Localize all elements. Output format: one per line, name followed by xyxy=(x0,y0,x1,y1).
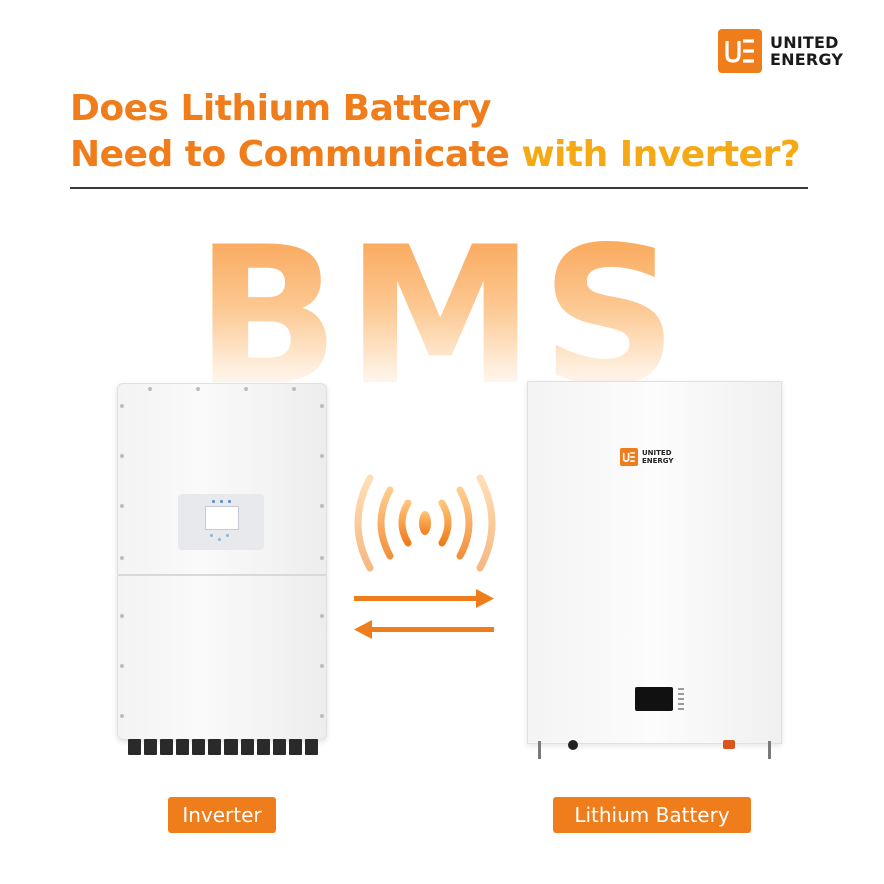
battery-terminal xyxy=(723,740,735,749)
brand-name: UNITED ENERGY xyxy=(770,34,843,68)
screw xyxy=(196,387,200,391)
screw xyxy=(148,387,152,391)
screw xyxy=(320,404,324,408)
inverter-ports xyxy=(128,739,318,755)
title-line2: Need to Communicate with Inverter? xyxy=(70,132,801,178)
button-dot xyxy=(226,534,229,537)
inverter-seam xyxy=(118,574,326,576)
inverter-label: Inverter xyxy=(168,797,276,833)
brand-name-line2: ENERGY xyxy=(770,50,844,69)
title-line2-part1: Need to Communicate xyxy=(70,134,510,175)
battery-foot xyxy=(538,741,541,759)
bms-watermark: BMS xyxy=(195,206,684,427)
screw xyxy=(120,664,124,668)
battery-status-leds xyxy=(678,688,696,716)
screw xyxy=(320,664,324,668)
battery-port xyxy=(568,740,578,750)
status-dot xyxy=(228,500,231,503)
screw xyxy=(120,556,124,560)
title-line2-part2: with Inverter? xyxy=(509,134,801,175)
inverter-display-panel xyxy=(178,494,264,550)
battery-brand-name: UNITED ENERGY xyxy=(642,449,673,465)
brand-logo: UNITED ENERGY xyxy=(718,29,843,73)
screw xyxy=(320,556,324,560)
page-title: Does Lithium Battery Need to Communicate… xyxy=(70,86,801,178)
screw xyxy=(320,454,324,458)
screw xyxy=(320,504,324,508)
button-dot xyxy=(210,534,213,537)
battery-brand-line2: ENERGY xyxy=(642,457,674,465)
communication-arrows xyxy=(354,589,494,639)
arrow-right-icon xyxy=(354,589,494,608)
title-line1: Does Lithium Battery xyxy=(70,88,491,129)
brand-name-line1: UNITED xyxy=(770,33,839,52)
battery-foot xyxy=(768,741,771,759)
arrow-left-icon xyxy=(354,620,494,639)
status-dot xyxy=(220,500,223,503)
screw xyxy=(120,714,124,718)
battery-label: Lithium Battery xyxy=(553,797,751,833)
battery-brand-line1: UNITED xyxy=(642,449,672,457)
screw xyxy=(120,404,124,408)
screw xyxy=(292,387,296,391)
battery-screen xyxy=(635,687,673,711)
battery-brand-logo: UNITED ENERGY xyxy=(620,448,673,466)
screw xyxy=(120,504,124,508)
inverter-screen xyxy=(205,506,239,530)
title-divider xyxy=(70,187,808,189)
screw xyxy=(120,614,124,618)
lithium-battery-image: UNITED ENERGY xyxy=(527,381,782,759)
status-dot xyxy=(212,500,215,503)
signal-waves-icon xyxy=(354,474,496,572)
brand-logo-icon xyxy=(718,29,762,73)
screw xyxy=(244,387,248,391)
inverter-image xyxy=(117,383,327,755)
screw xyxy=(120,454,124,458)
screw xyxy=(320,614,324,618)
button-dot xyxy=(218,538,221,541)
screw xyxy=(320,714,324,718)
battery-logo-icon xyxy=(620,448,638,466)
